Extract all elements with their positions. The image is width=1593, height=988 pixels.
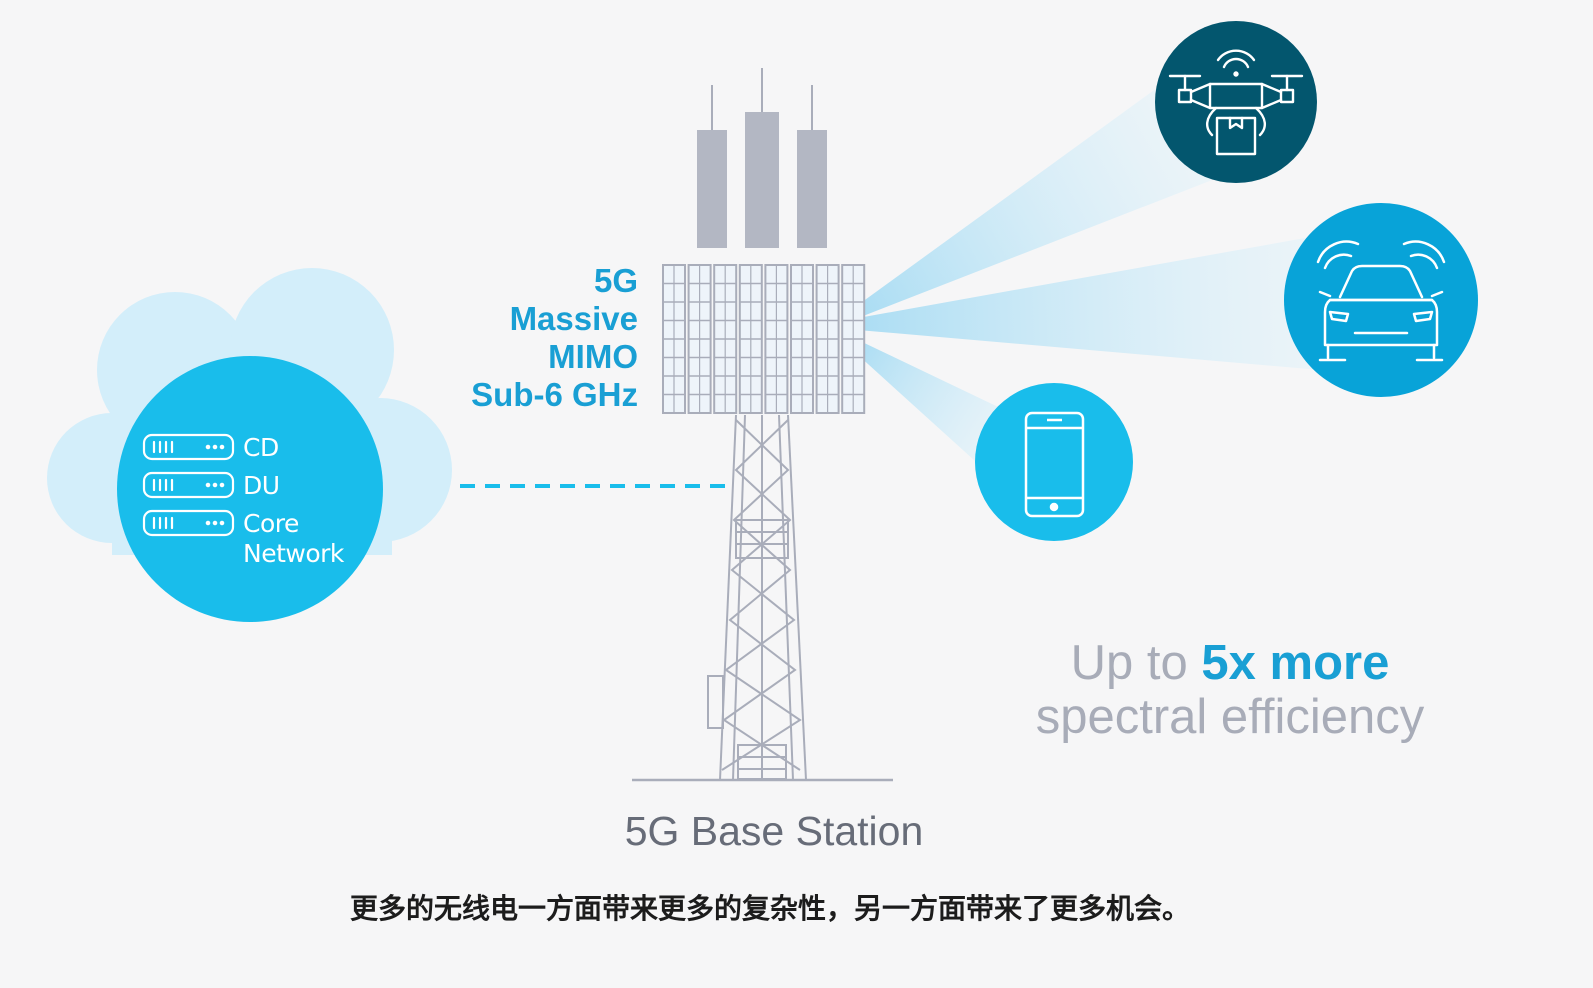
efficiency-highlight: 5x more [1201,636,1390,690]
drone-icon [1168,49,1304,156]
drone-circle [1155,21,1317,183]
network-item-network: Network [243,539,344,568]
mimo-antenna-array [662,264,866,414]
mimo-label-line: MIMO [548,338,638,375]
efficiency-suffix: spectral efficiency [1035,690,1425,744]
network-item-du: DU [243,471,280,500]
phone-icon [1024,411,1085,518]
network-circle [117,356,383,622]
tower-structure [632,414,893,782]
mimo-label-line: 5G [593,262,638,299]
station-title: 5G Base Station [624,808,924,854]
server-icon [142,471,235,499]
efficiency-text: Up to 5x more spectral efficiency [1000,636,1460,744]
antenna-masts [697,68,827,248]
server-icon [142,509,235,537]
phone-circle [975,383,1133,541]
efficiency-prefix: Up to [1070,636,1202,690]
beam-to-drone [858,80,1225,318]
server-icon [142,433,235,461]
mimo-label: 5G Massive MIMO Sub-6 GHz [471,262,638,414]
caption: 更多的无线电一方面带来更多的复杂性，另一方面带来了更多机会。 [349,892,1190,925]
beam-to-phone [858,340,1015,470]
network-item-core: Core [243,509,299,538]
network-item-cd: CD [243,433,279,462]
beam-to-car [858,238,1320,370]
mimo-label-line: Massive [509,300,638,337]
car-icon [1316,240,1446,362]
mimo-label-line: Sub-6 GHz [471,376,638,413]
